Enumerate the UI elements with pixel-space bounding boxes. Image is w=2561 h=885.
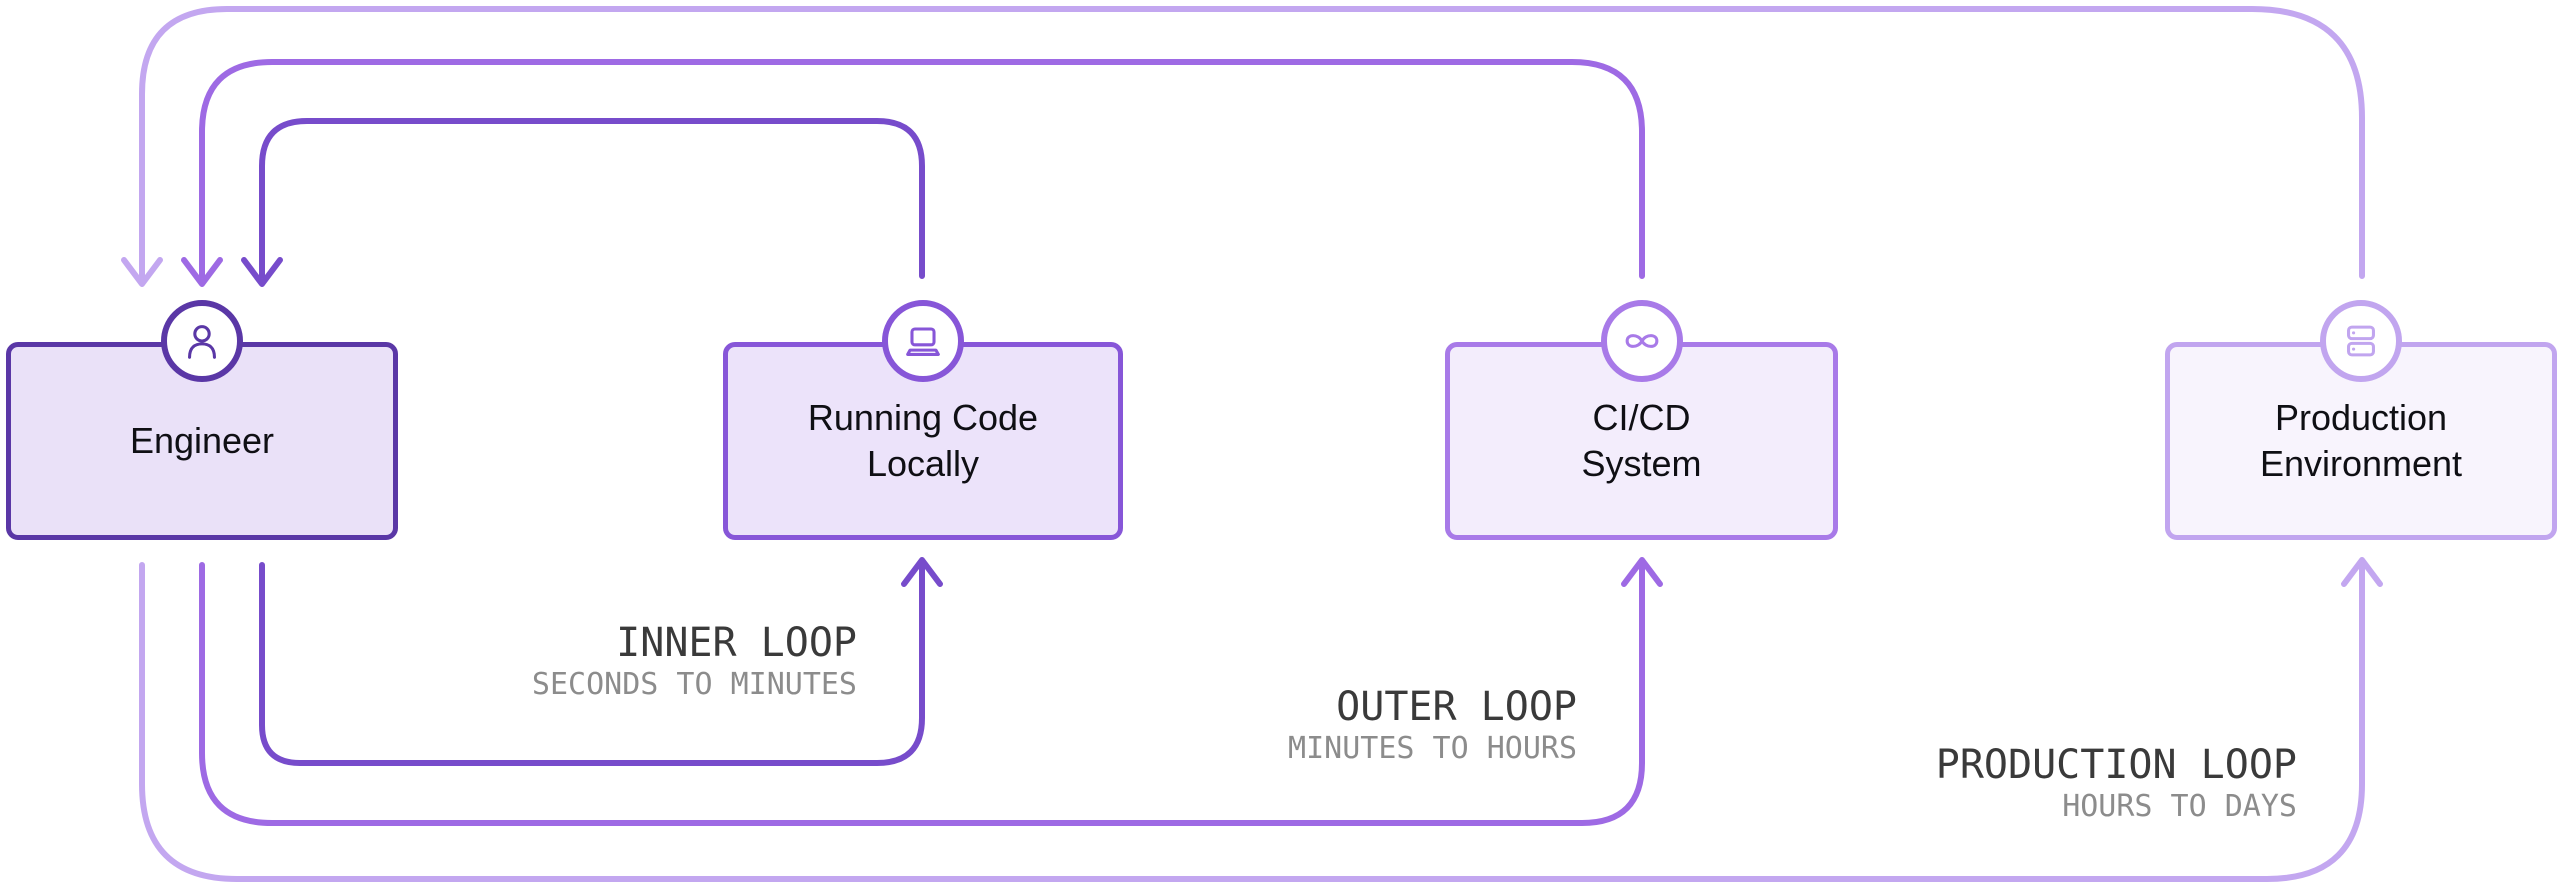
node-label-line: Environment	[2259, 443, 2463, 484]
inner-loop-title: INNER LOOP	[616, 620, 857, 666]
node-label-line: Running Code	[807, 396, 1039, 438]
production-loop-title: PRODUCTION LOOP	[1935, 742, 2297, 788]
server-icon	[2320, 300, 2402, 382]
inner-loop-arrowhead-into-running-code	[901, 557, 943, 587]
node-production-environment-label: Production Environment	[2260, 395, 2462, 487]
node-label-line: System	[1581, 443, 1702, 484]
node-label-line: Production	[2274, 396, 2448, 438]
production-loop-arrowhead-into-engineer	[121, 257, 163, 287]
inner-loop-return-path	[259, 118, 925, 279]
node-running-code-locally-label: Running Code Locally	[808, 395, 1038, 487]
node-label-line: CI/CD	[1592, 396, 1691, 438]
node-label-line: Locally	[866, 443, 980, 484]
production-loop-forward-path	[139, 562, 2365, 882]
outer-loop-label: OUTER LOOP MINUTES TO HOURS	[1288, 684, 1577, 768]
node-engineer-label: Engineer	[130, 418, 274, 464]
outer-loop-arrowhead-into-engineer	[181, 257, 223, 287]
outer-loop-title: OUTER LOOP	[1336, 684, 1577, 730]
person-icon	[161, 300, 243, 382]
inner-loop-label: INNER LOOP SECONDS TO MINUTES	[532, 620, 857, 704]
node-cicd-system: CI/CD System	[1445, 300, 1838, 540]
production-loop-subtitle: HOURS TO DAYS	[2062, 789, 2297, 824]
node-production-environment: Production Environment	[2165, 300, 2557, 540]
production-loop-return-path	[139, 6, 2365, 279]
node-label-line: Engineer	[129, 419, 275, 461]
laptop-icon	[882, 300, 964, 382]
production-loop-arrowhead-into-production	[2341, 557, 2383, 587]
outer-loop-subtitle: MINUTES TO HOURS	[1288, 731, 1577, 766]
node-running-code-locally: Running Code Locally	[723, 300, 1123, 540]
inner-loop-subtitle: SECONDS TO MINUTES	[531, 667, 857, 702]
inner-loop-arrowhead-into-engineer	[241, 257, 283, 287]
node-engineer: Engineer	[6, 300, 398, 540]
infinity-icon	[1600, 300, 1683, 382]
inner-loop-forward-path	[259, 562, 925, 766]
node-cicd-system-label: CI/CD System	[1581, 395, 1701, 487]
production-loop-label: PRODUCTION LOOP HOURS TO DAYS	[1936, 742, 2297, 826]
outer-loop-arrowhead-into-cicd	[1621, 557, 1663, 587]
outer-loop-forward-path	[199, 562, 1645, 826]
outer-loop-return-path	[199, 59, 1645, 279]
